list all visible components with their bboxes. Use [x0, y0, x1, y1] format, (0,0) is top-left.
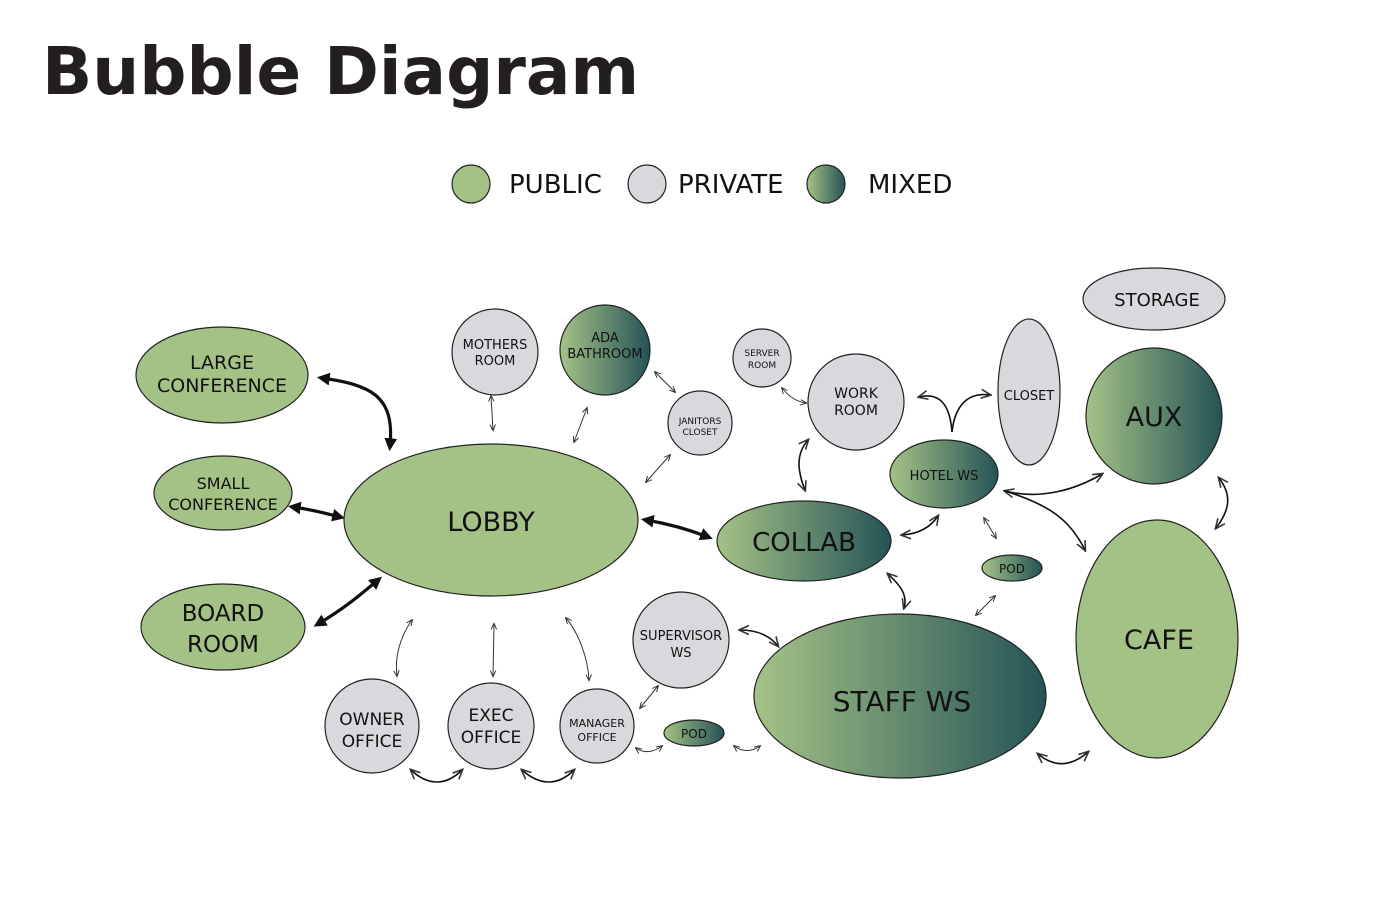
board-room-label-2: ROOM — [187, 632, 259, 658]
legend-public-swatch — [451, 164, 491, 204]
closet-label: CLOSET — [1004, 389, 1055, 404]
connector-lobby-owner — [396, 620, 412, 676]
server-room-label-1: SERVER — [744, 349, 779, 359]
connector-lobby-manager — [566, 618, 589, 680]
supervisor-ws-label-2: WS — [670, 646, 691, 661]
connectors-thin — [396, 372, 1229, 783]
large-conference-label-1: LARGE — [190, 352, 254, 374]
connector-lobby-exec — [493, 624, 494, 676]
connector-hotel-pod — [984, 518, 996, 538]
large-conference-bubble — [135, 326, 309, 424]
storage-bubble — [1082, 267, 1226, 331]
manager-office-label-1: MANAGER — [569, 717, 625, 730]
small-conference-bubble — [153, 455, 293, 531]
supervisor-ws-bubble — [632, 591, 730, 689]
exec-office-label-1: EXEC — [469, 706, 514, 726]
lobby-label: LOBBY — [447, 507, 535, 538]
small-conference-label-1: SMALL — [197, 474, 250, 493]
connector-collab-staff — [888, 574, 905, 608]
server-room-bubble — [732, 328, 792, 388]
connector-hotel-collab — [902, 516, 938, 535]
janitors-closet-bubble — [667, 390, 733, 456]
cafe-label: CAFE — [1124, 625, 1194, 656]
connector-manager-pod — [636, 746, 662, 752]
storage-label: STORAGE — [1114, 290, 1200, 311]
mothers-room-label-2: ROOM — [475, 354, 516, 369]
legend-mixed-swatch — [806, 164, 846, 204]
server-room-label-2: ROOM — [748, 361, 776, 371]
legend-private-label: PRIVATE — [678, 170, 784, 200]
pod-upper-bubble — [981, 554, 1043, 582]
connector-supervisor-staff — [740, 630, 778, 646]
connector-pod-staff-lower — [734, 746, 760, 751]
connector-janitors-lobby — [646, 455, 670, 482]
connector-owner-exec — [411, 770, 462, 783]
collab-bubble — [716, 500, 892, 582]
work-room-bubble — [807, 353, 905, 451]
board-room-bubble — [140, 583, 306, 671]
connector-ada-lobby — [574, 408, 587, 442]
mothers-room-label-1: MOTHERS — [463, 338, 528, 353]
lobby-bubble — [343, 443, 639, 597]
pod-lower-label: POD — [681, 727, 707, 741]
ada-bathroom-label-2: BATHROOM — [567, 347, 642, 362]
connector-ada-janitors — [655, 372, 675, 392]
owner-office-label-2: OFFICE — [342, 732, 403, 752]
connector-large-conf-lobby — [316, 372, 398, 452]
janitors-closet-label-1: JANITORS — [678, 417, 722, 427]
connector-board-lobby — [313, 576, 382, 627]
connector-small-conf-lobby — [287, 501, 345, 522]
connector-supervisor-manager — [640, 686, 658, 708]
exec-office-bubble — [447, 682, 535, 770]
owner-office-bubble — [324, 678, 420, 774]
manager-office-label-2: OFFICE — [577, 731, 616, 744]
staff-ws-label: STAFF WS — [833, 685, 971, 718]
page-title: Bubble Diagram — [42, 33, 639, 110]
closet-bubble — [997, 318, 1061, 466]
supervisor-ws-label-1: SUPERVISOR — [640, 629, 722, 644]
collab-label: COLLAB — [752, 528, 856, 558]
legend: PUBLIC PRIVATE MIXED — [451, 164, 952, 204]
exec-office-label-2: OFFICE — [461, 728, 522, 748]
legend-public-label: PUBLIC — [509, 170, 602, 200]
work-room-label-2: ROOM — [834, 403, 878, 419]
pod-upper-label: POD — [999, 562, 1025, 576]
manager-office-bubble — [559, 688, 635, 764]
pod-lower-bubble — [663, 719, 725, 747]
connectors-thick — [287, 372, 713, 627]
connector-hotel-cafe — [1004, 490, 1085, 550]
connector-server-work — [782, 388, 806, 403]
owner-office-label-1: OWNER — [339, 710, 405, 730]
staff-ws-bubble — [753, 613, 1047, 779]
connector-exec-manager — [522, 770, 574, 783]
cafe-bubble — [1075, 519, 1239, 759]
legend-mixed-label: MIXED — [868, 170, 952, 200]
legend-private-swatch — [627, 164, 667, 204]
mothers-room-bubble — [451, 308, 539, 396]
board-room-label-1: BOARD — [182, 601, 265, 627]
ada-bathroom-label-1: ADA — [591, 331, 619, 346]
janitors-closet-label-2: CLOSET — [683, 428, 718, 438]
connector-lobby-collab — [640, 514, 713, 541]
ada-bathroom-bubble — [559, 304, 651, 396]
aux-bubble — [1085, 347, 1223, 485]
large-conference-label-2: CONFERENCE — [157, 375, 287, 397]
connector-mothers-lobby — [491, 396, 493, 430]
aux-label: AUX — [1126, 402, 1183, 433]
hotel-ws-bubble — [889, 439, 999, 509]
bubbles: LARGE CONFERENCE SMALL CONFERENCE BOARD … — [135, 267, 1239, 779]
hotel-ws-label: HOTEL WS — [910, 469, 979, 484]
connector-work-collab — [799, 440, 808, 490]
connector-hotel-aux — [1005, 474, 1102, 494]
small-conference-label-2: CONFERENCE — [168, 495, 278, 514]
work-room-label-1: WORK — [834, 386, 879, 402]
connector-aux-cafe — [1216, 478, 1229, 528]
connector-staff-cafe — [1038, 752, 1088, 765]
connector-pod-staff — [976, 596, 995, 615]
connector-work-hotel-closet — [919, 395, 990, 433]
